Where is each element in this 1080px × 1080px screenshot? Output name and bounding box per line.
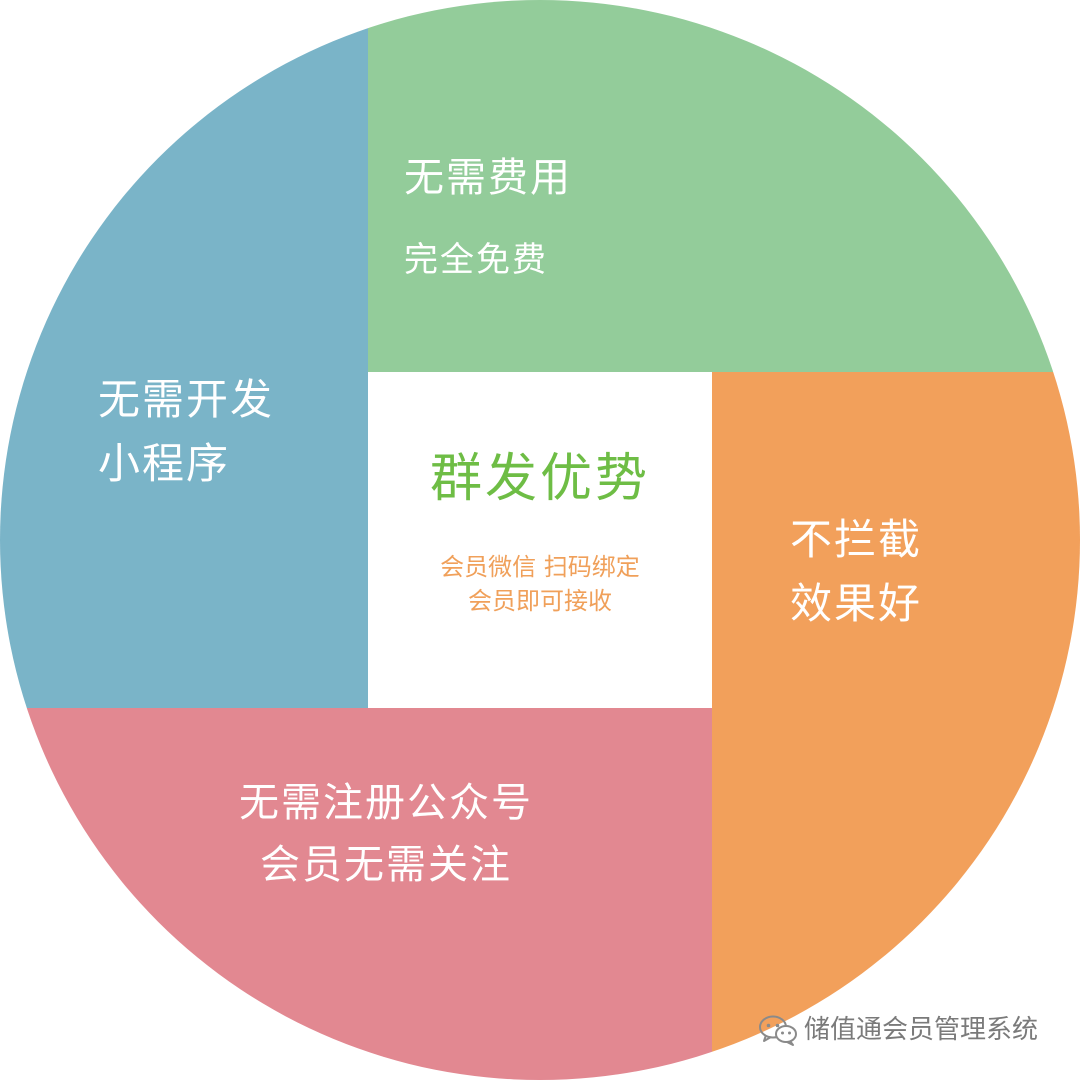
bottom-segment-text: 无需注册公众号 会员无需关注: [0, 772, 772, 896]
left-segment-line: 小程序: [98, 439, 231, 488]
right-segment-text: 不拦截 效果好: [790, 508, 922, 636]
top-segment-subtitle: 完全免费: [404, 240, 548, 280]
left-segment-line: 无需开发: [98, 375, 275, 424]
top-segment-title: 无需费用: [404, 155, 572, 201]
center-title: 群发优势: [429, 449, 650, 509]
watermark-text: 储值通会员管理系统: [804, 1015, 1039, 1045]
wechat-icon: [759, 1015, 797, 1046]
right-segment-line: 效果好: [790, 579, 923, 628]
bottom-segment-line: 无需注册公众号: [239, 780, 533, 826]
watermark: 储值通会员管理系统: [758, 1010, 1038, 1050]
center-description-line: 会员微信 扫码绑定: [440, 553, 640, 581]
left-segment-text: 无需开发 小程序: [98, 368, 274, 496]
center-description: 会员微信 扫码绑定 会员即可接收: [368, 550, 712, 618]
segment-right: [712, 372, 1080, 1080]
segment-left: [0, 0, 368, 708]
right-segment-line: 不拦截: [790, 515, 923, 564]
segment-center: [368, 372, 712, 708]
bottom-segment-line: 会员无需关注: [260, 842, 512, 888]
center-description-line: 会员即可接收: [468, 587, 612, 615]
